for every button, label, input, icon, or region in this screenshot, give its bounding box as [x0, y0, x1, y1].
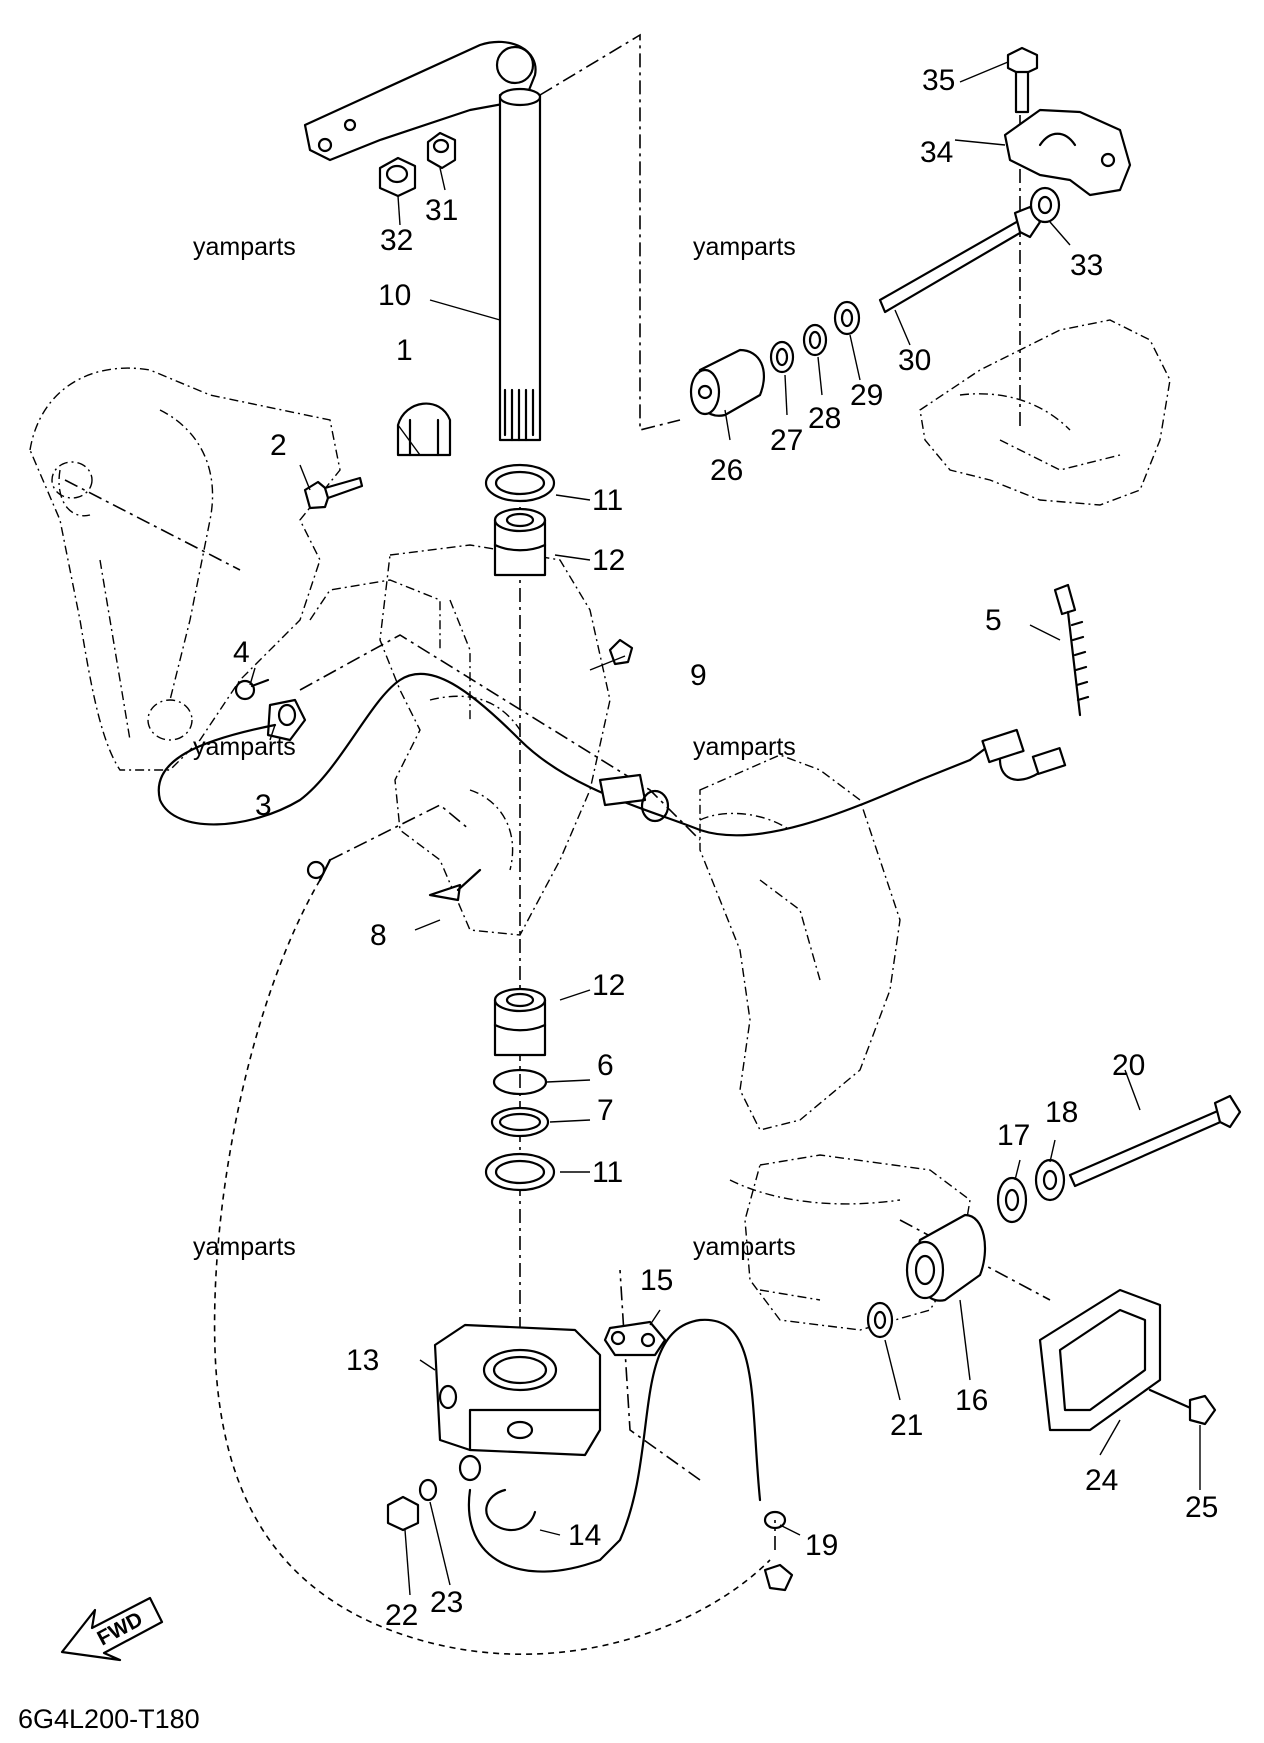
callout-1: 1	[396, 334, 413, 367]
part-27-washer	[769, 340, 795, 374]
part-9-clip	[608, 638, 634, 666]
part-24-cover	[1038, 1288, 1162, 1432]
part-3-trim-switch	[266, 698, 307, 742]
swivel-bracket-outline	[309, 544, 611, 936]
part-22-nut	[386, 1495, 420, 1532]
callout-13: 13	[346, 1344, 379, 1377]
callout-11-upper: 11	[592, 484, 623, 517]
part-20-bolt	[1068, 1094, 1242, 1188]
lower-mount-outline	[729, 1154, 971, 1331]
trim-sensor-harness	[157, 672, 1067, 837]
part-1-clamp	[396, 402, 452, 457]
watermark-1: yamparts	[193, 233, 296, 261]
part-16-lower-mount	[905, 1213, 987, 1302]
watermark-4: yamparts	[693, 733, 796, 761]
callout-31: 31	[425, 194, 458, 227]
part-25-bolt	[1148, 1388, 1217, 1426]
callout-5: 5	[985, 604, 1002, 637]
fwd-arrow-icon: FWD	[60, 1596, 164, 1662]
callout-22: 22	[385, 1599, 418, 1632]
part-28-washer	[802, 323, 828, 357]
callout-4: 4	[233, 636, 250, 669]
callout-15: 15	[640, 1264, 673, 1297]
part-15-link	[603, 1320, 667, 1357]
part-26-upper-mount	[689, 348, 765, 417]
part-5-cable-tie	[1053, 583, 1090, 717]
watermark-5: yamparts	[193, 1233, 296, 1261]
part-13-lower-bracket	[433, 1323, 602, 1457]
part-4-screw	[234, 678, 270, 701]
callout-labels: 1 2 3 4 5 6 7 8 9 10 11 11 12 12 13 14 1…	[233, 64, 1218, 1632]
part-31-nut	[426, 131, 457, 170]
callout-2: 2	[270, 429, 287, 462]
part-12-lower-bushing	[493, 987, 547, 1057]
part-11-lower-washer	[484, 1152, 556, 1192]
callout-26: 26	[710, 454, 743, 487]
callout-14: 14	[568, 1519, 601, 1552]
part-14-circlip	[485, 1488, 537, 1532]
part-11-upper-washer	[484, 463, 556, 503]
callout-33: 33	[1070, 249, 1103, 282]
callout-20: 20	[1112, 1049, 1145, 1082]
part-23-washer	[418, 1454, 482, 1502]
upper-mount-outline	[919, 319, 1171, 506]
part-10-steering-shaft	[303, 40, 542, 442]
callout-6: 6	[597, 1049, 614, 1082]
callout-16: 16	[955, 1384, 988, 1417]
callout-23: 23	[430, 1586, 463, 1619]
part-32-nut	[378, 156, 417, 198]
callout-9: 9	[690, 659, 707, 692]
callout-7: 7	[597, 1094, 614, 1127]
part-33-collar	[1029, 186, 1061, 224]
part-30-bolt	[878, 205, 1042, 314]
callout-34: 34	[920, 136, 953, 169]
clamp-bracket-outline	[29, 367, 341, 771]
callout-12-upper: 12	[592, 544, 625, 577]
part-2-bolt	[303, 476, 364, 510]
callout-10: 10	[378, 279, 411, 312]
part-19-bolt	[763, 1510, 794, 1592]
watermark-6: yamparts	[693, 1233, 796, 1261]
assembly-centerlines	[64, 33, 1051, 1550]
watermark-3: yamparts	[193, 733, 296, 761]
watermark-2: yamparts	[693, 233, 796, 261]
callout-11-lower: 11	[592, 1156, 623, 1189]
callout-32: 32	[380, 224, 413, 257]
callout-29: 29	[850, 379, 883, 412]
part-35-bolt	[1006, 46, 1039, 114]
leader-lines	[249, 61, 1201, 1596]
part-12-upper-bushing	[493, 507, 547, 577]
callout-12-lower: 12	[592, 969, 625, 1002]
part-18-washer	[1034, 1158, 1066, 1202]
callout-21: 21	[890, 1409, 923, 1442]
callout-24: 24	[1085, 1464, 1118, 1497]
callout-3: 3	[255, 789, 272, 822]
callout-30: 30	[898, 344, 931, 377]
watermarks: yamparts yamparts yamparts yamparts yamp…	[193, 233, 796, 1261]
callout-27: 27	[770, 424, 803, 457]
part-8-screw	[428, 868, 482, 902]
part-34-bracket	[1003, 108, 1132, 197]
drawing-code: 6G4L200-T180	[18, 1704, 200, 1734]
callout-35: 35	[922, 64, 955, 97]
part-29-washer	[833, 300, 861, 336]
callout-25: 25	[1185, 1491, 1218, 1524]
part-6-o-ring	[492, 1068, 548, 1096]
callout-18: 18	[1045, 1096, 1078, 1129]
part-17-washer	[996, 1176, 1028, 1224]
part-7-washer	[490, 1106, 550, 1138]
ground-lead	[213, 858, 771, 1656]
tilt-stopper-outline	[699, 754, 901, 1131]
part-21-washer	[866, 1301, 894, 1339]
callout-8: 8	[370, 919, 387, 952]
callout-28: 28	[808, 402, 841, 435]
callout-17: 17	[997, 1119, 1030, 1152]
callout-19: 19	[805, 1529, 838, 1562]
